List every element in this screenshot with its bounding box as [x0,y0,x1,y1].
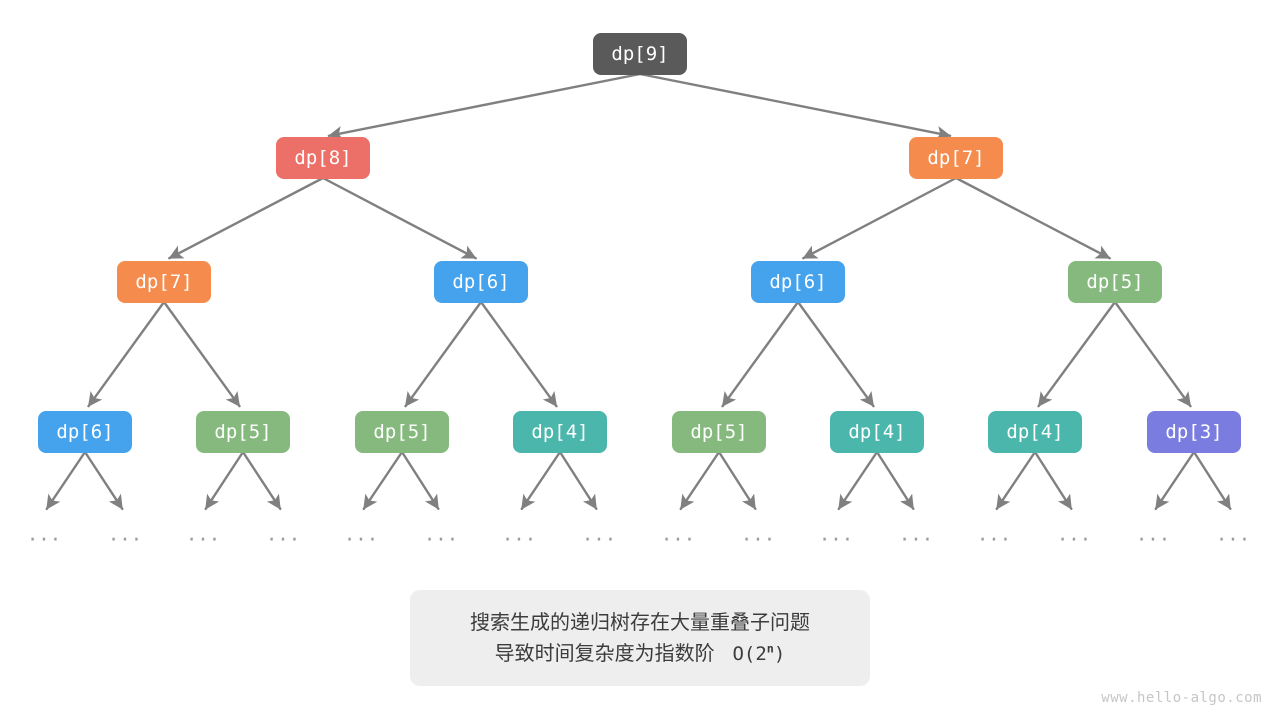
leaf-ellipsis: ... [976,523,1012,546]
complexity-base: O(2 [732,642,767,665]
tree-node-dp8-n1: dp[8] [276,137,370,179]
tree-node-dp7-n2: dp[7] [909,137,1003,179]
tree-edge [796,300,875,408]
leaf-ellipsis: ... [1135,523,1171,546]
caption-box: 搜索生成的递归树存在大量重叠子问题 导致时间复杂度为指数阶 O(2n) [410,590,870,686]
caption-line-2: 导致时间复杂度为指数阶 O(2n) [495,641,786,667]
leaf-edge [45,450,87,511]
tree-node-dp3-n14: dp[3] [1147,411,1241,453]
leaf-ellipsis: ... [343,523,379,546]
tree-edge [479,300,558,408]
node-label: dp[7] [135,271,193,293]
leaf-edge [1154,450,1196,511]
tree-node-dp6-n5: dp[6] [751,261,845,303]
leaf-ellipsis: ... [501,523,537,546]
leaf-edge [204,450,245,511]
node-label: dp[5] [1086,271,1144,293]
tree-edge [1113,300,1192,408]
tree-edge [638,72,952,141]
tree-node-dp4-n13: dp[4] [988,411,1082,453]
leaf-edge [558,450,598,510]
leaf-ellipsis: ... [265,523,301,546]
leaf-ellipsis: ... [660,523,696,546]
tree-edge [721,300,800,408]
leaf-edge [520,450,562,511]
leaf-ellipsis: ... [1215,523,1251,546]
leaf-ellipsis: ... [107,523,143,546]
node-label: dp[4] [531,421,589,443]
tree-node-dp7-n3: dp[7] [117,261,211,303]
leaf-ellipsis: ... [26,523,62,546]
node-label: dp[5] [373,421,431,443]
complexity-close: ) [773,642,786,665]
leaf-edge [83,450,124,511]
leaf-edge [1033,450,1073,510]
tree-edge [1037,300,1117,408]
tree-edge [802,176,958,260]
node-label: dp[4] [848,421,906,443]
leaf-ellipsis: ... [1056,523,1092,546]
tree-node-dp6-n4: dp[6] [434,261,528,303]
node-label: dp[6] [452,271,510,293]
caption-line-2-prefix: 导致时间复杂度为指数阶 [494,640,715,665]
node-label: dp[8] [294,147,352,169]
tree-node-dp5-n9: dp[5] [355,411,449,453]
leaf-edge [995,450,1037,511]
leaf-ellipsis: ... [423,523,459,546]
leaf-edge [679,450,721,511]
caption-line-1: 搜索生成的递归树存在大量重叠子问题 [470,609,810,634]
tree-node-dp4-n10: dp[4] [513,411,607,453]
node-label: dp[4] [1006,421,1064,443]
tree-node-dp9-n0: dp[9] [593,33,687,75]
node-label: dp[6] [56,421,114,443]
node-label: dp[3] [1165,421,1223,443]
leaf-ellipsis: ... [581,523,617,546]
complexity-exponent: n [766,641,774,656]
watermark: www.hello-algo.com [1101,690,1262,706]
tree-node-dp6-n7: dp[6] [38,411,132,453]
node-label: dp[5] [214,421,272,443]
leaf-edge [400,450,440,510]
leaf-ellipsis: ... [740,523,776,546]
tree-edge [168,176,325,260]
tree-node-dp5-n6: dp[5] [1068,261,1162,303]
tree-node-dp5-n8: dp[5] [196,411,290,453]
tree-edge [954,176,1111,260]
tree-edge [327,72,642,141]
node-label: dp[7] [927,147,985,169]
leaf-edge [1192,450,1232,510]
tree-node-dp4-n12: dp[4] [830,411,924,453]
tree-edge [321,176,477,260]
leaf-edge [362,450,404,511]
leaf-ellipsis: ... [898,523,934,546]
tree-node-dp5-n11: dp[5] [672,411,766,453]
node-label: dp[9] [611,43,669,65]
leaf-ellipsis: ... [185,523,221,546]
complexity-notation: O(2n) [721,641,786,665]
tree-edge [404,300,483,408]
leaf-edge [837,450,879,511]
leaf-edge [875,450,915,510]
leaf-edge [241,450,282,511]
tree-edge [87,300,166,408]
node-label: dp[6] [769,271,827,293]
leaf-ellipsis: ... [818,523,854,546]
node-label: dp[5] [690,421,748,443]
leaf-edge [717,450,757,510]
tree-edge [162,300,241,408]
